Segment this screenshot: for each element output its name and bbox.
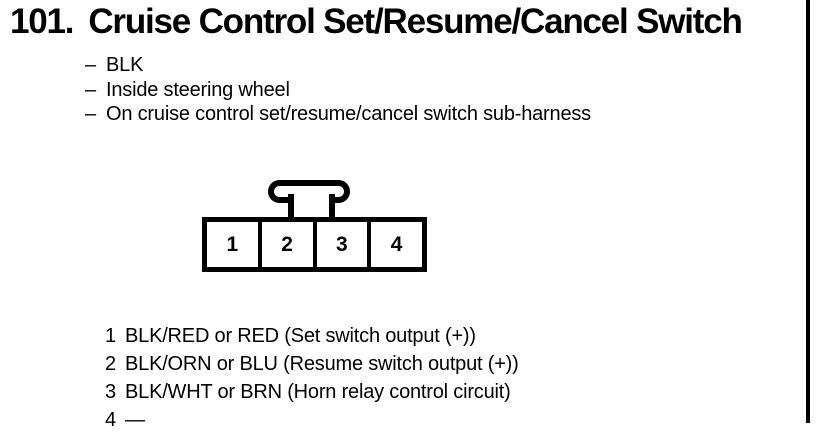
connector-cavity: 1: [207, 222, 258, 267]
pin-description: BLK/WHT or BRN (Horn relay control circu…: [125, 381, 511, 403]
pin-number: 4: [105, 409, 116, 431]
cavity-number: 3: [336, 232, 348, 256]
attribute-item: – On cruise control set/resume/cancel sw…: [85, 102, 591, 127]
pin-description: BLK/ORN or BLU (Resume switch output (+)…: [125, 353, 519, 375]
dash-bullet: –: [85, 103, 96, 125]
page-column-divider: [806, 0, 810, 423]
attribute-item: – Inside steering wheel: [85, 78, 591, 103]
pinout-row: 4 —: [105, 406, 519, 434]
title-number: 101.: [10, 2, 75, 41]
attribute-item: – BLK: [85, 53, 591, 78]
pinout-row: 2 BLK/ORN or BLU (Resume switch output (…: [105, 350, 519, 378]
pin-description: —: [125, 409, 145, 431]
connector-cavity: 4: [367, 222, 422, 267]
cavity-number: 2: [281, 232, 293, 256]
connector-cavity: 3: [312, 222, 368, 267]
connector-cavity: 2: [257, 222, 313, 267]
attribute-list: – BLK – Inside steering wheel – On cruis…: [85, 53, 591, 127]
page-title: 101. Cruise Control Set/Resume/Cancel Swi…: [10, 0, 743, 44]
cavity-number: 1: [226, 232, 239, 256]
cavity-number: 4: [390, 232, 403, 256]
pin-description: BLK/RED or RED (Set switch output (+)): [125, 325, 476, 347]
pinout-row: 1 BLK/RED or RED (Set switch output (+)): [105, 322, 519, 350]
connector-latch-stem: [288, 194, 335, 217]
pin-number: 2: [105, 353, 116, 375]
attribute-text: Inside steering wheel: [106, 78, 290, 101]
connector-body: 1 2 3 4: [202, 217, 427, 272]
dash-bullet: –: [85, 54, 96, 76]
pinout-row: 3 BLK/WHT or BRN (Horn relay control cir…: [105, 378, 519, 406]
pin-number: 1: [105, 325, 116, 347]
connector-diagram: 1 2 3 4: [202, 178, 427, 272]
title-text: Cruise Control Set/Resume/Cancel Switch: [88, 2, 743, 41]
pin-number: 3: [105, 381, 116, 403]
attribute-text: BLK: [106, 54, 144, 76]
pinout-list: 1 BLK/RED or RED (Set switch output (+))…: [105, 322, 519, 434]
dash-bullet: –: [85, 78, 96, 101]
attribute-text: On cruise control set/resume/cancel swit…: [106, 103, 591, 125]
